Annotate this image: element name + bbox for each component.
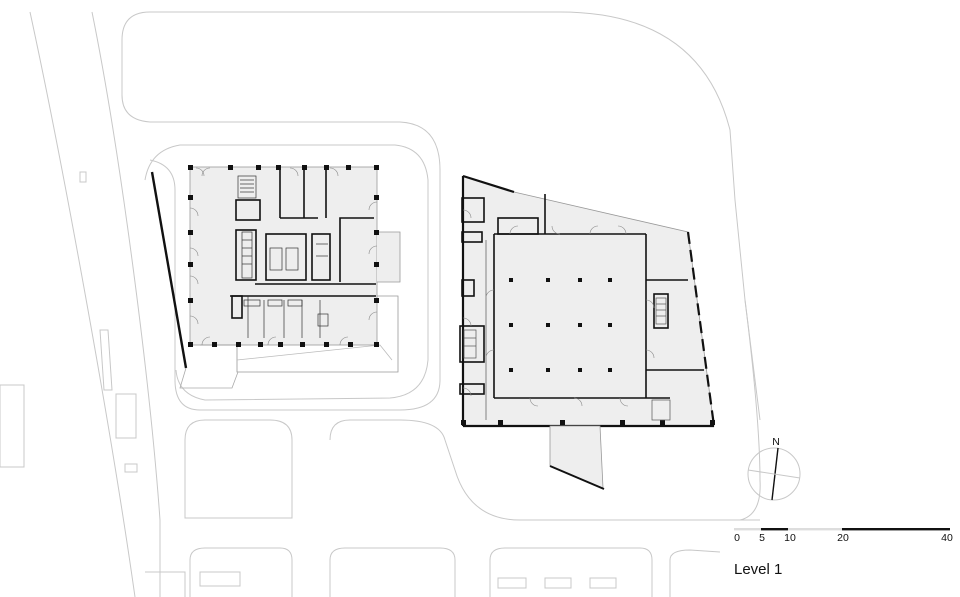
scale-tick-5: 5 — [759, 532, 765, 544]
main-building — [459, 174, 716, 490]
road-edge-top — [121, 11, 761, 421]
tower-floor — [189, 166, 378, 346]
facade-wall — [150, 171, 188, 369]
block-around-tower — [121, 40, 441, 411]
bottom-building-1 — [189, 547, 293, 597]
road-edge-left-outer — [29, 11, 136, 597]
level-label: Level 1 — [734, 561, 782, 578]
bottom-box-4 — [589, 577, 617, 589]
left-block-2 — [115, 393, 137, 439]
main-hall-columns — [461, 278, 715, 425]
scale-bar-seg-10-20 — [788, 528, 842, 531]
tower-walls — [230, 168, 376, 319]
scale-bar-seg-20-40 — [842, 528, 950, 531]
scale-tick-0: 0 — [734, 532, 740, 544]
lower-block-mid — [329, 419, 760, 521]
left-block-1 — [0, 384, 25, 468]
site-context — [0, 11, 761, 597]
tower-terrace-diagonal — [236, 344, 393, 361]
tower-building — [150, 165, 401, 389]
scale-tick-10: 10 — [784, 532, 796, 544]
main-door-swings — [462, 209, 655, 407]
main-floor — [462, 175, 715, 427]
bottom-building-2 — [329, 547, 456, 597]
road-edge-left-inner — [91, 11, 161, 597]
tower-plaza-outline — [144, 144, 429, 401]
scale-tick-40: 40 — [941, 532, 953, 544]
bottom-box-3 — [544, 577, 572, 589]
tower-door-swings — [189, 167, 378, 346]
bottom-building-3 — [489, 547, 653, 597]
left-small-box-2 — [124, 463, 138, 473]
entrance-canopy — [549, 425, 604, 489]
road-right-curve — [739, 299, 761, 521]
bottom-left-wedge — [145, 571, 186, 597]
scale-tick-20: 20 — [837, 532, 849, 544]
tower-annex-outline — [377, 231, 401, 283]
left-small-box — [79, 171, 87, 183]
scale-bar: 0 5 10 20 40 — [734, 528, 953, 544]
facade-plaza-outline — [179, 367, 239, 389]
main-hall-walls — [459, 194, 704, 399]
scale-bar-seg-5-10 — [761, 528, 788, 531]
left-strip — [99, 329, 113, 391]
north-arrow-crossbar — [747, 469, 801, 479]
entrance-canopy-edge — [549, 465, 605, 490]
tower-terrace-outline — [200, 295, 399, 373]
bottom-building-4 — [669, 549, 721, 597]
main-thin-details — [463, 240, 671, 421]
lower-block-left — [184, 419, 293, 519]
bottom-box-2 — [497, 577, 527, 589]
tower-columns — [188, 165, 379, 347]
bottom-box-1 — [199, 571, 241, 587]
scale-bar-seg-0-5 — [734, 528, 761, 531]
north-arrow-circle — [747, 447, 801, 501]
north-label: N — [772, 436, 780, 448]
north-arrow: N — [747, 436, 801, 501]
tower-thin-walls — [237, 175, 329, 338]
